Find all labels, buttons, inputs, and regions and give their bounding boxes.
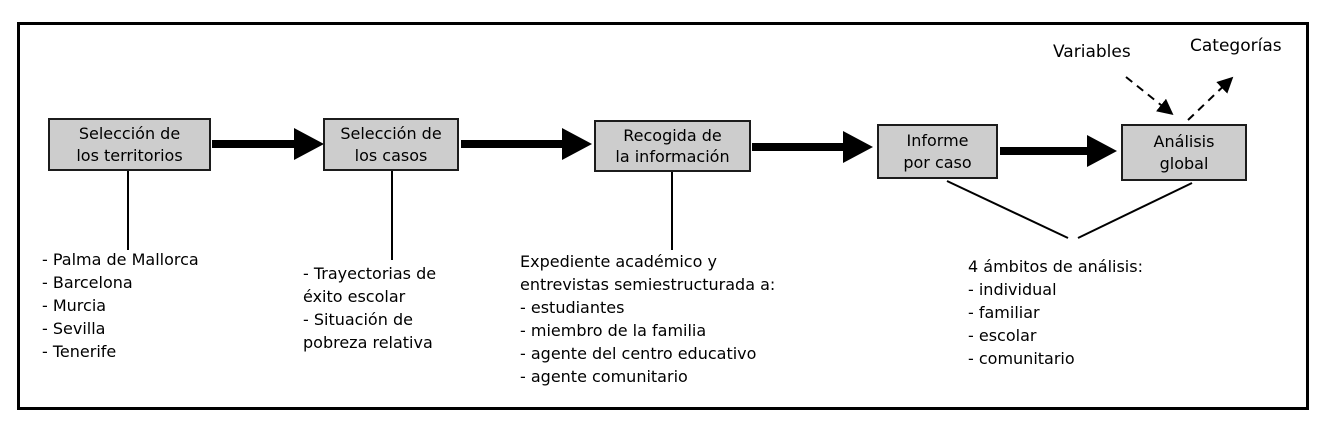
process-box-analisis-global: Análisis global <box>1121 124 1247 181</box>
diagram-border <box>17 22 1309 410</box>
list-item: éxito escolar <box>303 287 406 306</box>
list-item: - Barcelona <box>42 273 133 292</box>
box-label-line: por caso <box>903 152 972 172</box>
list-item: - Trayectorias de <box>303 264 437 283</box>
variables-label: Variables <box>1053 42 1131 62</box>
categorias-label: Categorías <box>1190 36 1282 56</box>
list-item: - Sevilla <box>42 319 106 338</box>
box-label-line: global <box>1159 153 1209 173</box>
list-item: - Situación de <box>303 310 413 329</box>
box-label-line: los casos <box>354 145 428 165</box>
list-item: - agente del centro educativo <box>520 344 757 363</box>
list-item: - familiar <box>968 303 1040 322</box>
list-item: pobreza relativa <box>303 333 433 352</box>
flow-arrow-4 <box>1000 135 1117 167</box>
box-label-line: Análisis <box>1153 132 1215 152</box>
connector-analisis-to-ambitos <box>1077 182 1193 239</box>
data-collection-list: Expediente académico y entrevistas semie… <box>520 250 775 388</box>
list-item: - individual <box>968 280 1057 299</box>
box-label-line: Informe <box>906 131 969 151</box>
list-item: - Murcia <box>42 296 107 315</box>
box-label-line: Selección de <box>78 124 181 144</box>
list-item: 4 ámbitos de análisis: <box>968 257 1143 276</box>
list-item: - Palma de Mallorca <box>42 250 199 269</box>
process-box-seleccion-casos: Selección de los casos <box>323 118 459 171</box>
list-item: entrevistas semiestructurada a: <box>520 275 776 294</box>
box-label-line: Selección de <box>340 124 442 144</box>
cases-criteria-list: - Trayectorias de éxito escolar - Situac… <box>303 262 436 354</box>
list-item: - estudiantes <box>520 298 625 317</box>
list-item: - Tenerife <box>42 342 117 361</box>
territories-list: - Palma de Mallorca - Barcelona - Murcia… <box>42 248 199 363</box>
analysis-scopes-list: 4 ámbitos de análisis: - individual - fa… <box>968 255 1143 370</box>
list-item: - escolar <box>968 326 1037 345</box>
flow-arrow-1 <box>212 128 324 160</box>
flow-arrow-2 <box>461 128 592 160</box>
box-label-line: los territorios <box>76 145 183 165</box>
flow-arrow-3 <box>752 131 873 163</box>
process-box-informe-caso: Informe por caso <box>877 124 998 179</box>
process-box-seleccion-territorios: Selección de los territorios <box>48 118 211 171</box>
list-item: - comunitario <box>968 349 1075 368</box>
list-item: - miembro de la familia <box>520 321 707 340</box>
list-item: Expediente académico y <box>520 252 717 271</box>
process-box-recogida-informacion: Recogida de la información <box>594 120 751 172</box>
box-label-line: Recogida de <box>623 125 722 145</box>
categorias-arrow <box>1187 76 1234 121</box>
connector-informe-to-ambitos <box>946 180 1069 239</box>
list-item: - agente comunitario <box>520 367 688 386</box>
box-label-line: la información <box>615 147 730 166</box>
variables-arrow <box>1125 76 1174 115</box>
